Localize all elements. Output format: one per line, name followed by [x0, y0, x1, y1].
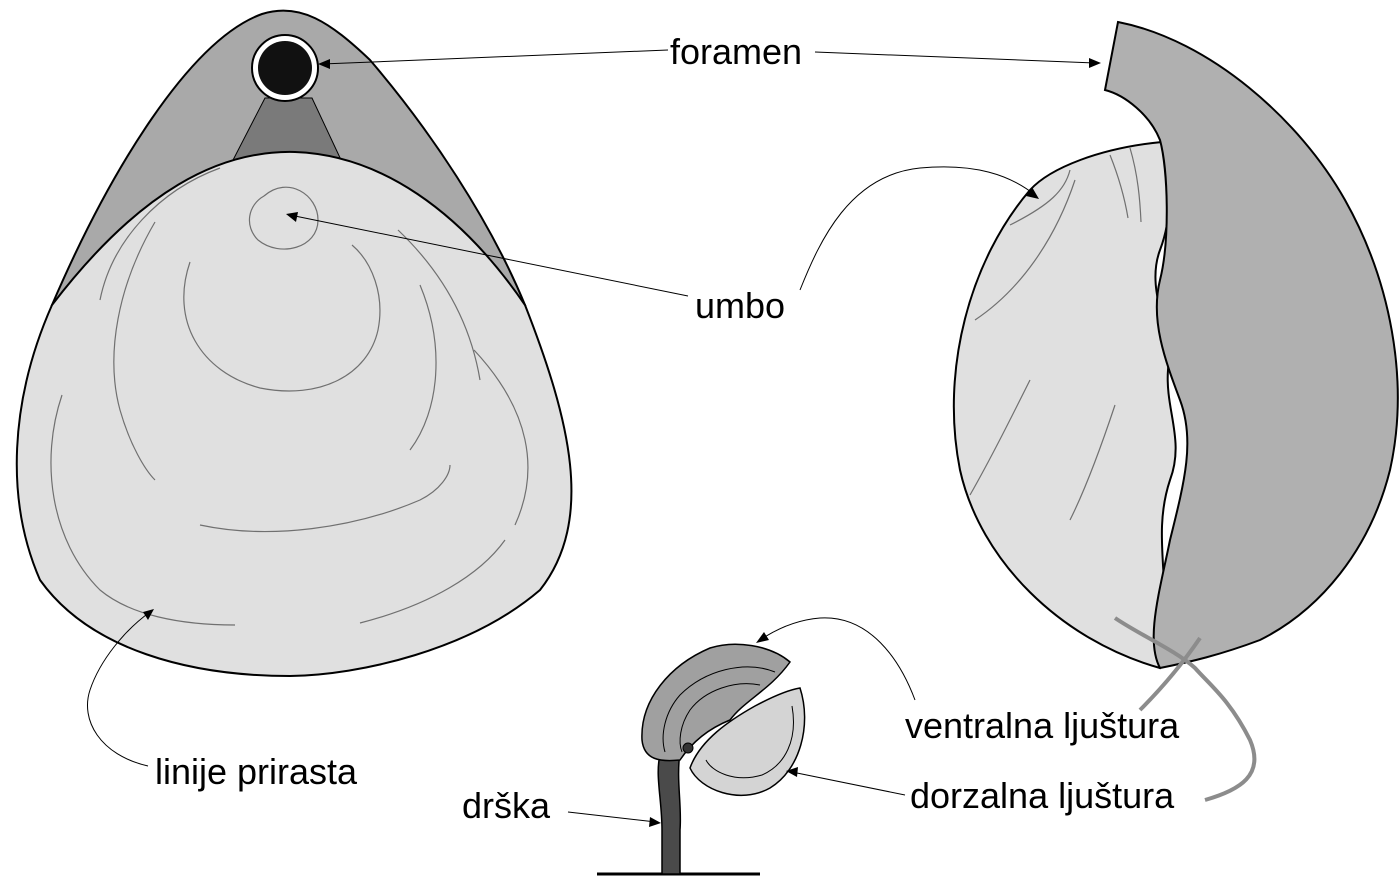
pedicle — [658, 752, 680, 874]
shell-with-pedicle — [597, 644, 805, 874]
shell-dorsal-view — [17, 11, 572, 676]
shell-lateral-view — [954, 22, 1398, 800]
dorsal-valve-lateral — [954, 142, 1176, 668]
label-growth-lines: linije prirasta — [155, 751, 358, 792]
label-ventral-valve: ventralna ljuštura — [905, 705, 1180, 746]
label-dorsal-valve: dorzalna ljuštura — [910, 775, 1175, 816]
foramen-hole — [258, 41, 312, 95]
label-umbo: umbo — [695, 285, 785, 326]
small-foramen — [683, 743, 693, 753]
label-pedicle: drška — [462, 785, 551, 826]
label-foramen: foramen — [670, 31, 802, 72]
